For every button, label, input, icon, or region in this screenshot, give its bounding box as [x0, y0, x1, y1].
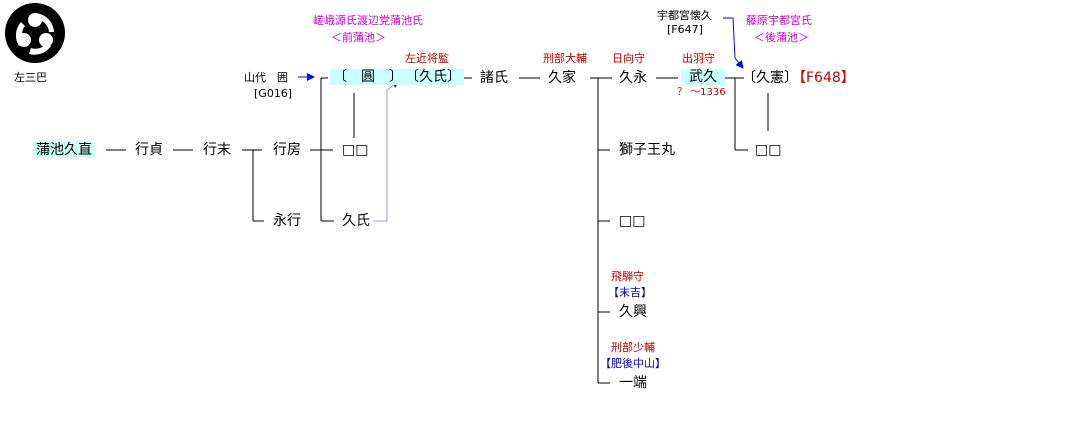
yamashiro-ref: [G016]: [254, 87, 293, 100]
person-yukisada: 行貞: [135, 142, 163, 158]
fujiwara-line-subtitle: ＜後蒲池＞: [754, 31, 809, 44]
higo-branch: 【肥後中山】: [600, 357, 666, 370]
person-takehisa: 武久: [681, 69, 725, 85]
takehisa-years: ？ ～1336: [677, 87, 726, 98]
hyuga-title: 日向守: [612, 52, 645, 65]
person-nagayuki: 永行: [273, 213, 301, 229]
utsunomiya-name: 宇都宮懐久: [657, 9, 712, 22]
sakon-title: 左近将監: [405, 52, 449, 65]
saga-line-title: 嵯峨源氏渡辺党蒲池氏: [313, 14, 423, 27]
person-hisanaga: 久永: [619, 70, 647, 86]
crest-label: 左三巴: [14, 71, 47, 84]
person-yukifusa: 行房: [273, 142, 301, 158]
person-unknown-2: □□: [619, 213, 646, 229]
saga-line-subtitle: ＜前蒲池＞: [331, 31, 386, 44]
sueyoshi-branch: 【末吉】: [608, 286, 652, 299]
person-hisauji: 〔久氏〕: [402, 69, 464, 85]
person-kamachi-hisanao: 蒲池久直: [33, 142, 95, 158]
utsunomiya-ref: [F647]: [667, 23, 703, 36]
person-kakomu: 〔 圓 〕: [330, 69, 406, 85]
person-hisauji-child: 久氏: [342, 213, 370, 229]
person-unknown-3: □□: [755, 142, 782, 158]
person-shishiomaru: 獅子王丸: [619, 142, 675, 158]
person-yukisue: 行末: [203, 142, 231, 158]
person-hisaoki: 久興: [619, 304, 647, 320]
gyobu-taifu-title: 刑部大輔: [543, 52, 587, 65]
hisanori-ref: 【F648】: [792, 70, 855, 86]
dewa-title: 出羽守: [682, 52, 715, 65]
person-hisanori: 〔久憲〕: [742, 70, 798, 86]
person-unknown-1: □□: [342, 142, 369, 158]
hida-title: 飛騨守: [611, 270, 644, 283]
mitsudomoe-icon: [5, 3, 65, 63]
person-moroji: 諸氏: [480, 70, 508, 86]
gyobu-shou-title: 刑部少輔: [611, 341, 655, 354]
fujiwara-line-title: 藤原宇都宮氏: [746, 14, 812, 27]
person-kazuhata: 一端: [619, 375, 647, 391]
yamashiro-note: 山代 囲: [244, 71, 288, 84]
person-hisaie: 久家: [548, 70, 576, 86]
